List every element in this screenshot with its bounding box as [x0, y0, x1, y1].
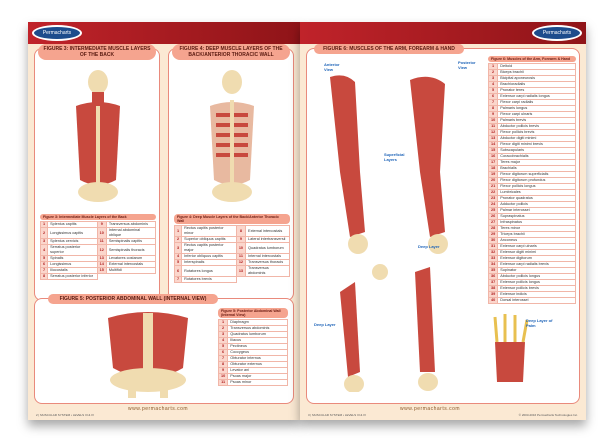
legend-label: Internal abdominal oblique	[105, 227, 157, 239]
page-number: 3	[308, 413, 310, 417]
label-deep-layer-palm: Deep Layer of Palm	[526, 318, 553, 328]
legend-label: Semispinalis thoracis	[105, 244, 157, 256]
figure3-legend-title: Figure 3: Intermediate Muscle Layers of …	[40, 214, 156, 220]
legend-label: Transversus thoracis	[245, 259, 290, 266]
footer-note: MUSCULAR SYSTEM • LEVELS III & IV	[312, 413, 367, 417]
label-deep-layer-2: Deep Layer	[314, 322, 336, 327]
figure5-legend: Figure 5: Posterior Abdominal Wall (Inte…	[217, 308, 288, 386]
legend-label: Serratus posterior inferior	[47, 273, 98, 280]
label-posterior-view: Posterior View	[458, 60, 476, 70]
figure3-legend: Figure 3: Intermediate Muscle Layers of …	[39, 214, 157, 280]
figure6-arm-illustrations	[330, 75, 448, 392]
legend-label: Rectus capitis posterior major	[181, 242, 237, 254]
footer-note: MUSCULAR SYSTEM • LEVELS III & IV	[40, 413, 95, 417]
legend-number: 3	[173, 242, 183, 254]
header-band: Permacharts	[28, 22, 300, 44]
figure4-back-illustration	[210, 70, 254, 202]
label-anterior-view: Anterior View	[324, 62, 340, 72]
figure6-legend: Figure 6: Muscles of the Arm, Forearm & …	[487, 56, 576, 304]
legend-label: Dorsal interossei	[497, 297, 576, 304]
figure6-legend-title: Figure 6: Muscles of the Arm, Forearm & …	[488, 56, 576, 62]
legend-number: 15	[96, 267, 107, 274]
figure3-title: FIGURE 3: INTERMEDIATE MUSCLE LAYERS OF …	[38, 44, 156, 60]
legend-label: Transversus abdominis	[245, 265, 290, 277]
legend-number: 8	[39, 273, 49, 280]
legend-label: Psoas minor	[227, 379, 288, 386]
brand-logo: Permacharts	[532, 25, 582, 41]
legend-number: 1	[173, 225, 183, 237]
legend-number: 13	[235, 265, 247, 277]
legend-label: Lateral intertransversii	[245, 236, 290, 243]
legend-label: Rotatores brevis	[181, 276, 237, 283]
legend-label: Longissimus capitis	[47, 227, 98, 239]
figure5-title: FIGURE 5: POSTERIOR ABDOMINAL WALL (INTE…	[48, 294, 218, 304]
figure4-legend-title: Figure 4: Deep Muscle Layers of the Back…	[174, 214, 290, 224]
left-page: Permacharts FIGURE 3: INTERMEDIATE MUSCL…	[28, 22, 300, 420]
legend-number: 7	[173, 276, 183, 283]
right-page: Permacharts FIGURE 6: MUSCLES OF THE ARM…	[300, 22, 586, 420]
label-superficial-layers: Superficial Layers	[384, 152, 405, 162]
legend-label: Multifidi	[105, 267, 157, 274]
footer-url: www.permacharts.com	[400, 406, 461, 412]
legend-label: Serratus posterior superior	[47, 244, 98, 256]
legend-number: 40	[487, 297, 499, 304]
figure4-legend: Figure 4: Deep Muscle Layers of the Back…	[173, 214, 290, 283]
page-number: 2	[36, 413, 38, 417]
legend-number: 10	[235, 242, 247, 254]
legend-label: Rotatores longus	[181, 265, 237, 277]
figure6-title: FIGURE 6: MUSCLES OF THE ARM, FOREARM & …	[314, 44, 464, 54]
footer-url: www.permacharts.com	[128, 406, 189, 412]
legend-label: Quadratus lumborum	[245, 242, 290, 254]
legend-number: 6	[173, 265, 183, 277]
figure5-abdominal-illustration	[108, 312, 188, 398]
legend-number: 8	[235, 225, 247, 237]
legend-label: External intercostals	[245, 225, 290, 237]
legend-number: 11	[217, 379, 229, 386]
header-band: Permacharts	[300, 22, 586, 44]
copyright: © 2003-2016 Permacharts Technologies Inc…	[518, 413, 578, 417]
figure5-legend-title: Figure 5: Posterior Abdominal Wall (Inte…	[218, 308, 288, 318]
palm-illustration	[493, 314, 529, 382]
legend-label: Rectus capitis posterior minor	[181, 225, 237, 237]
figure4-title: FIGURE 4: DEEP MUSCLE LAYERS OF THE BACK…	[172, 44, 290, 60]
label-deep-layer: Deep Layer	[418, 244, 440, 249]
legend-number: 4	[39, 244, 49, 256]
figure3-back-illustration	[76, 70, 120, 202]
legend-number: 12	[96, 244, 107, 256]
legend-number: 2	[39, 227, 49, 239]
brand-logo: Permacharts	[32, 25, 82, 41]
legend-number: 10	[96, 227, 107, 239]
